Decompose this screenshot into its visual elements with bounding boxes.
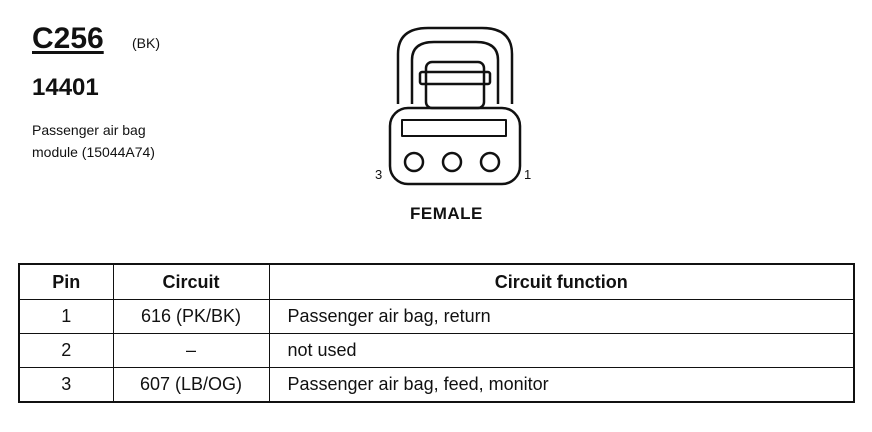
cell-circuit: 607 (LB/OG): [112, 367, 270, 403]
header-circuit-function: Circuit function: [268, 263, 855, 300]
pin-circuit-table: Pin Circuit Circuit function 1 616 (PK/B…: [18, 263, 855, 403]
connector-latch-inner: [410, 40, 500, 104]
table-header-row: Pin Circuit Circuit function: [18, 263, 855, 300]
table-row: 3 607 (LB/OG) Passenger air bag, feed, m…: [18, 367, 855, 403]
cell-circuit: 616 (PK/BK): [112, 299, 270, 334]
connector-key-slot: [401, 119, 507, 137]
cell-function: not used: [268, 333, 855, 368]
connector-color-code: (BK): [132, 35, 160, 51]
connector-description-line-1: Passenger air bag: [32, 122, 146, 138]
header-circuit: Circuit: [112, 263, 270, 300]
cell-pin: 1: [18, 299, 114, 334]
connector-body: [388, 106, 522, 186]
cell-circuit: –: [112, 333, 270, 368]
connector-face-diagram: 3 1: [375, 26, 531, 186]
part-number: 14401: [32, 74, 99, 101]
pin-label-left: 3: [375, 167, 382, 182]
connector-gender: FEMALE: [410, 204, 483, 223]
header-pin: Pin: [18, 263, 114, 300]
pin-label-right: 1: [524, 167, 531, 182]
table-row: 1 616 (PK/BK) Passenger air bag, return: [18, 299, 855, 334]
table-row: 2 – not used: [18, 333, 855, 368]
pin-cavity-2: [441, 151, 463, 173]
cell-pin: 3: [18, 367, 114, 403]
cell-function: Passenger air bag, feed, monitor: [268, 367, 855, 403]
pin-cavity-3: [403, 151, 425, 173]
connector-lock-bar: [418, 70, 492, 86]
cell-pin: 2: [18, 333, 114, 368]
pin-cavity-1: [479, 151, 501, 173]
connector-latch-outer: [396, 26, 514, 104]
cell-function: Passenger air bag, return: [268, 299, 855, 334]
connector-id: C256: [32, 22, 104, 55]
connector-description-line-2: module (15044A74): [32, 144, 155, 160]
